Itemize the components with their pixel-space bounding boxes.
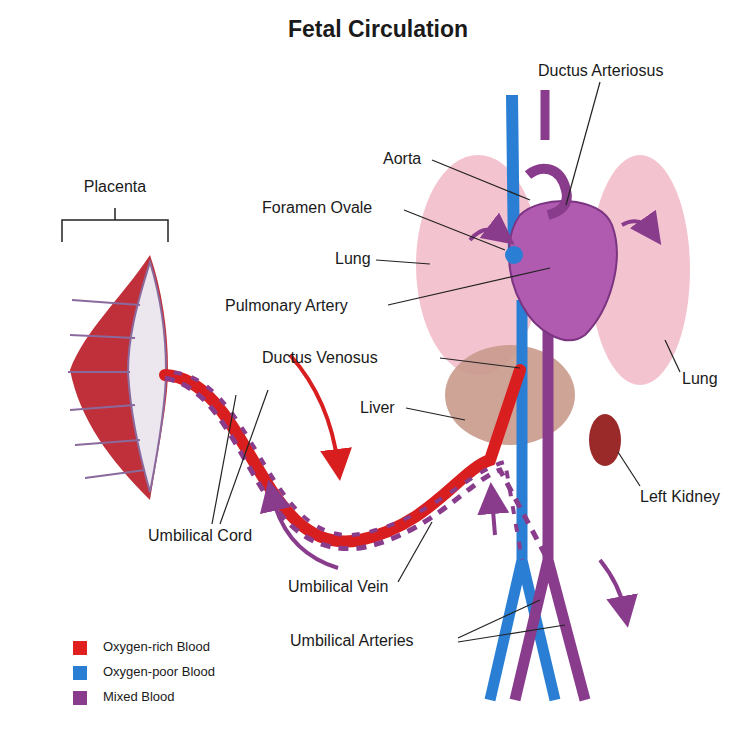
leader-lines bbox=[212, 82, 680, 642]
part-label: Placenta bbox=[84, 178, 146, 196]
kidney bbox=[589, 414, 621, 466]
part-label: Lung bbox=[335, 250, 371, 268]
part-label: Ductus Venosus bbox=[262, 349, 378, 367]
heart bbox=[509, 201, 617, 340]
legend-swatch bbox=[73, 641, 87, 655]
legend-text: Mixed Blood bbox=[103, 690, 175, 705]
umbilical-vein bbox=[165, 370, 520, 542]
part-label: Lung bbox=[682, 370, 718, 388]
legend-text: Oxygen-rich Blood bbox=[103, 640, 210, 655]
title: Fetal Circulation bbox=[288, 16, 468, 42]
legend-swatch bbox=[73, 691, 87, 705]
placenta bbox=[70, 255, 168, 500]
part-label: Liver bbox=[360, 399, 395, 417]
aorta-vessel bbox=[515, 300, 585, 700]
bracket bbox=[62, 208, 168, 242]
part-label: Umbilical Vein bbox=[288, 578, 388, 596]
part-label: Aorta bbox=[383, 150, 421, 168]
legend-swatch bbox=[73, 666, 87, 680]
part-label: Left Kidney bbox=[640, 488, 720, 506]
flow-arrow bbox=[290, 355, 338, 465]
part-label: Umbilical Arteries bbox=[290, 632, 414, 650]
flow-arrow bbox=[272, 495, 338, 568]
part-label: Foramen Ovale bbox=[262, 199, 372, 217]
part-label: Umbilical Cord bbox=[148, 527, 252, 545]
legend-text: Oxygen-poor Blood bbox=[103, 665, 215, 680]
part-label: Ductus Arteriosus bbox=[538, 62, 663, 80]
part-label: Pulmonary Artery bbox=[225, 297, 348, 315]
